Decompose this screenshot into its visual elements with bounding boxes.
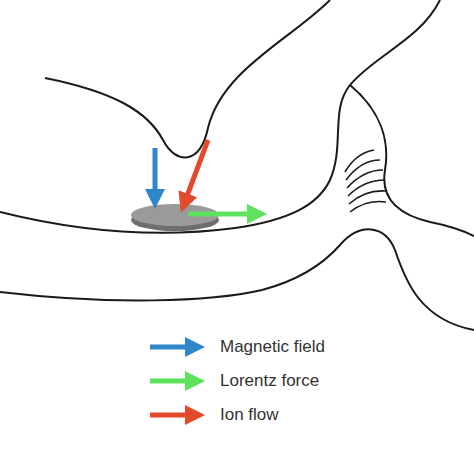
lorentz-force-arrow — [188, 212, 258, 217]
ion-flow-arrow — [184, 140, 208, 204]
legend-sample-arrow — [150, 379, 196, 384]
cilia — [345, 150, 386, 212]
legend-text: Lorentz force — [220, 371, 319, 391]
magnetic-field-arrow — [153, 148, 158, 200]
legend-sample-arrow — [150, 345, 196, 350]
legend-text: Magnetic field — [220, 337, 325, 357]
legend-sample-arrow — [150, 413, 196, 418]
ear-outline — [0, 0, 474, 330]
legend-text: Ion flow — [220, 405, 279, 425]
